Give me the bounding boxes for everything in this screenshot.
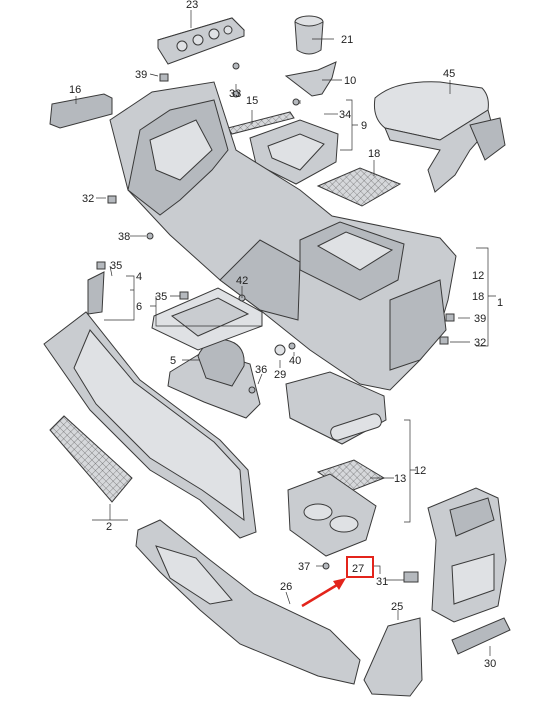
armrest-part <box>374 81 506 193</box>
label-39-right: 39 <box>474 313 486 325</box>
label-27: 27 <box>352 563 364 575</box>
label-37: 37 <box>298 561 310 573</box>
cup-insert-part <box>294 15 324 55</box>
label-45: 45 <box>443 68 455 80</box>
side-mesh-part <box>49 415 133 503</box>
label-6: 6 <box>136 301 142 313</box>
label-18-top: 18 <box>368 148 380 160</box>
highlight-box <box>346 556 374 578</box>
label-42: 42 <box>236 275 248 287</box>
label-5: 5 <box>170 355 176 367</box>
label-39-top: 39 <box>135 69 147 81</box>
label-10: 10 <box>344 75 356 87</box>
label-40: 40 <box>289 355 301 367</box>
highlight-arrow <box>301 578 346 608</box>
label-16: 16 <box>69 84 81 96</box>
mesh-mat-part <box>316 167 402 207</box>
rear-vent-panel-part <box>427 487 507 623</box>
screw-part <box>232 62 240 70</box>
label-32-right: 32 <box>474 337 486 349</box>
label-21: 21 <box>341 34 353 46</box>
part-labels: 23 21 39 10 45 16 33 15 34 9 18 32 38 35… <box>69 0 503 670</box>
label-26: 26 <box>280 581 292 593</box>
label-18-right: 18 <box>472 291 484 303</box>
label-12-right: 12 <box>472 270 484 282</box>
label-23: 23 <box>186 0 198 11</box>
label-31: 31 <box>376 576 388 588</box>
label-35-top: 35 <box>110 260 122 272</box>
duct-part <box>363 617 423 697</box>
switch-block-part <box>49 93 113 129</box>
clip-part <box>403 571 419 583</box>
label-35-mid: 35 <box>155 291 167 303</box>
switch-panel-part <box>157 17 245 65</box>
label-13: 13 <box>394 473 406 485</box>
trim-piece-part <box>284 61 337 97</box>
label-9: 9 <box>361 120 367 132</box>
label-25: 25 <box>391 601 403 613</box>
label-15: 15 <box>246 95 258 107</box>
label-32-left: 32 <box>82 193 94 205</box>
label-4: 4 <box>136 271 142 283</box>
cup-holder-box-part <box>287 473 377 557</box>
label-30: 30 <box>484 658 496 670</box>
label-2: 2 <box>106 521 112 533</box>
small-panel-part <box>451 617 511 655</box>
label-12-low: 12 <box>414 465 426 477</box>
label-38: 38 <box>118 231 130 243</box>
gear-selector-part <box>167 339 261 419</box>
console-body-part <box>109 81 457 391</box>
label-29: 29 <box>274 369 286 381</box>
label-1: 1 <box>497 297 503 309</box>
label-34: 34 <box>339 109 351 121</box>
label-36: 36 <box>255 364 267 376</box>
label-33: 33 <box>229 88 241 100</box>
leader-lines <box>75 10 496 656</box>
